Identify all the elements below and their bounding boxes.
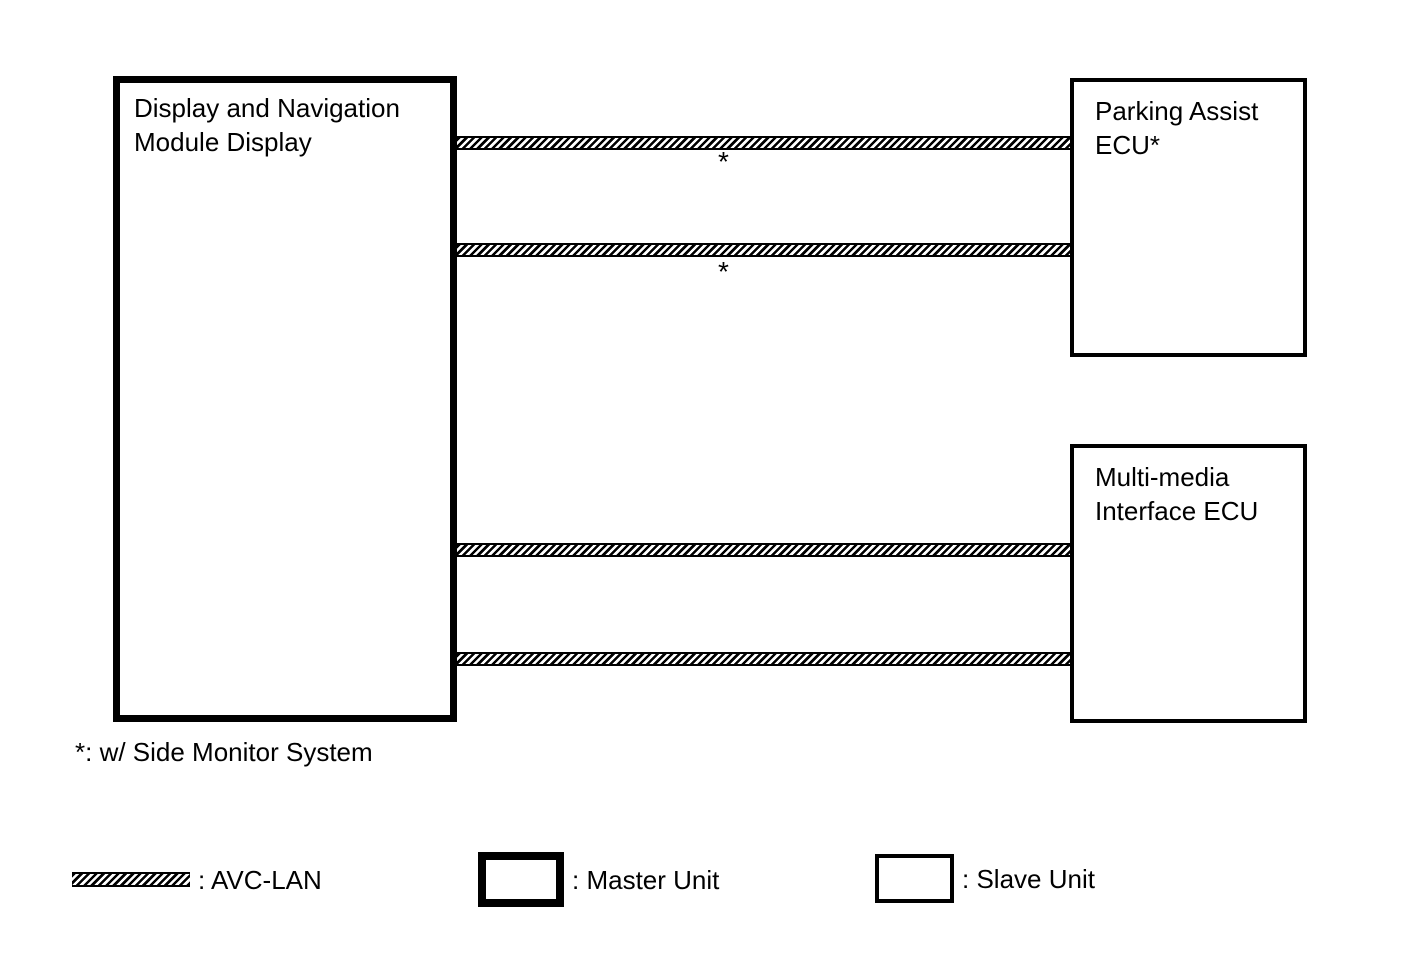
master-unit-box: Display and Navigation Module Display [113, 76, 457, 722]
connection-1-asterisk: * [718, 146, 729, 177]
avc-lan-connection-3 [457, 543, 1070, 557]
master-unit-box-swatch-icon [478, 852, 564, 907]
slave-unit-box-parking-assist: Parking Assist ECU* [1070, 78, 1307, 357]
legend-item-master-unit: : Master Unit [478, 852, 719, 907]
legend-label-avc-lan: : AVC-LAN [198, 864, 322, 895]
avc-lan-connection-2 [457, 243, 1070, 257]
avc-lan-connection-4 [457, 652, 1070, 666]
master-unit-label: Display and Navigation Module Display [134, 93, 400, 157]
legend-label-master-unit: : Master Unit [572, 864, 720, 895]
legend-item-avc-lan: : AVC-LAN [72, 852, 322, 907]
avc-lan-connection-1 [457, 136, 1070, 150]
legend-item-slave-unit: : Slave Unit [875, 854, 1095, 903]
slave-unit-box-swatch-icon [875, 854, 954, 903]
legend-label-slave-unit: : Slave Unit [962, 863, 1095, 894]
avc-lan-hatch-swatch-icon [72, 872, 190, 887]
slave-unit-label-multimedia-interface: Multi-media Interface ECU [1095, 462, 1259, 526]
connection-2-asterisk: * [718, 256, 729, 287]
slave-unit-box-multimedia-interface: Multi-media Interface ECU [1070, 444, 1307, 723]
footnote: *: w/ Side Monitor System [75, 737, 373, 767]
slave-unit-label-parking-assist: Parking Assist ECU* [1095, 96, 1259, 160]
